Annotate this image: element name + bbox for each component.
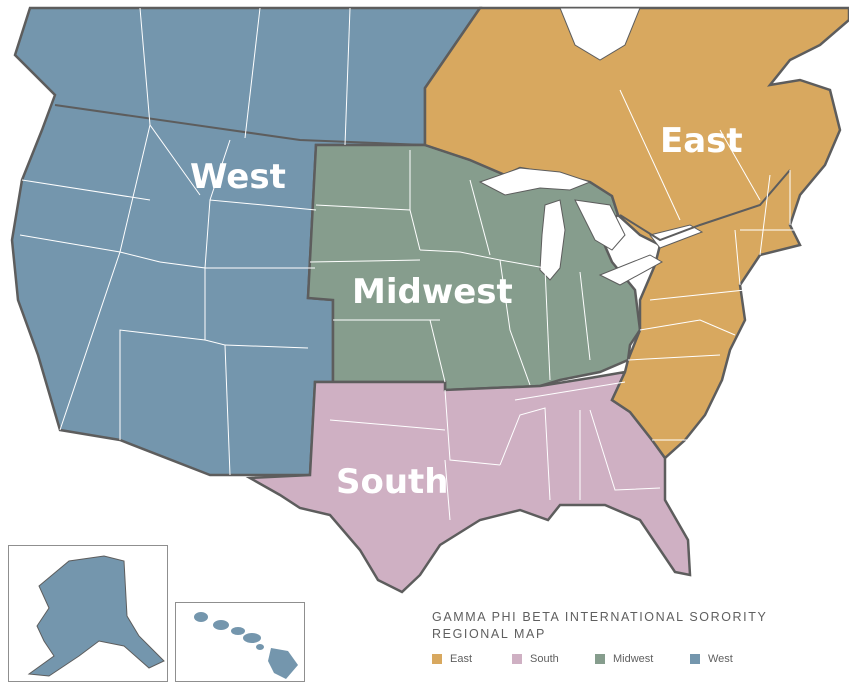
alaska-inset	[8, 545, 168, 682]
region-label-west: West	[190, 157, 286, 197]
legend-swatch-east	[432, 654, 442, 664]
lake-erie	[598, 254, 664, 286]
lake-michigan	[539, 199, 566, 281]
legend-label-west: West	[708, 653, 733, 665]
legend-item-midwest: Midwest	[595, 652, 653, 666]
legend-title: GAMMA PHI BETA INTERNATIONAL SORORITY RE…	[432, 609, 832, 643]
legend-label-east: East	[450, 653, 473, 665]
alaska-shape	[27, 555, 165, 677]
state-lines	[19, 7, 800, 521]
legend-swatch-midwest	[595, 654, 605, 664]
region-label-midwest: Midwest	[352, 272, 513, 312]
us-canada-border	[54, 104, 791, 242]
legend-title-line2: REGIONAL MAP	[432, 627, 546, 641]
hudson-bay	[559, 7, 641, 61]
lake-ontario	[649, 224, 704, 249]
region-label-south: South	[336, 462, 449, 502]
hawaii-inset	[175, 602, 305, 682]
legend-swatch-south	[512, 654, 522, 664]
lake-superior	[478, 167, 592, 196]
lake-huron	[574, 199, 626, 251]
region-label-east: East	[660, 121, 743, 161]
legend: East South Midwest West	[432, 652, 832, 666]
legend-label-south: South	[530, 653, 559, 665]
legend-item-west: West	[690, 652, 733, 666]
legend-swatch-west	[690, 654, 700, 664]
legend-item-east: East	[432, 652, 472, 666]
legend-title-line1: GAMMA PHI BETA INTERNATIONAL SORORITY	[432, 610, 768, 624]
legend-label-midwest: Midwest	[613, 653, 654, 665]
legend-item-south: South	[512, 652, 559, 666]
hawaii-islands-shape	[194, 612, 298, 679]
